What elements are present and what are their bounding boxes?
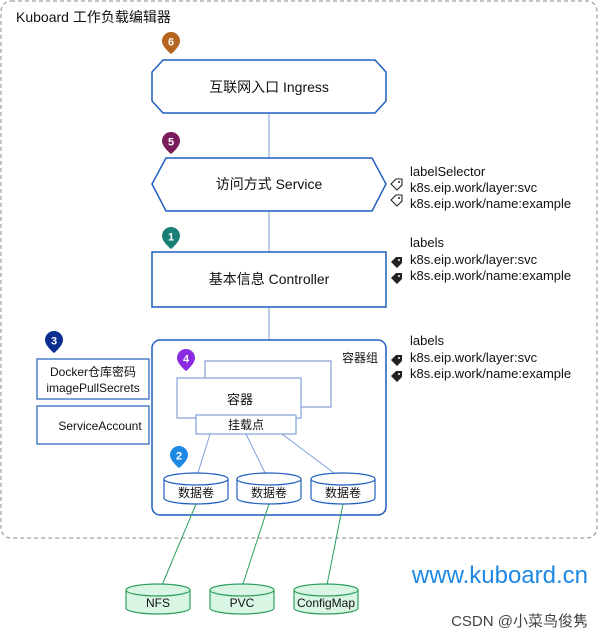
volume-label: 数据卷 [251, 485, 287, 500]
ingress-badge: 6 [162, 32, 180, 54]
mount-point[interactable]: 挂载点 [195, 414, 297, 435]
pod-annotation-item: k8s.eip.work/layer:svc [410, 350, 538, 365]
pod-annotation-item: k8s.eip.work/name:example [410, 366, 571, 381]
connector-volume-storage [159, 503, 197, 591]
controller-label: 基本信息 Controller [209, 271, 330, 287]
volume-label: 数据卷 [178, 485, 214, 500]
tag-filled-icon [391, 371, 402, 382]
storage-configmap[interactable]: ConfigMap [293, 583, 359, 615]
connector-mount-volume [195, 433, 211, 480]
connector-mount-volume [245, 433, 269, 480]
service-annotation-item: k8s.eip.work/layer:svc [410, 180, 538, 195]
service-account-label: ServiceAccount [58, 419, 142, 433]
controller-annotation-item: k8s.eip.work/name:example [410, 268, 571, 283]
controller-badge: 1 [162, 227, 180, 249]
tag-filled-icon [391, 355, 402, 366]
service-badge: 5 [162, 132, 180, 154]
volume-cylinder[interactable]: 数据卷 [310, 472, 376, 505]
service-annotation-item: k8s.eip.work/name:example [410, 196, 571, 211]
svg-text:5: 5 [168, 137, 174, 149]
tag-outline-icon [390, 194, 403, 207]
brand-url[interactable]: www.kuboard.cn [411, 562, 588, 589]
service-annotation: labelSelector k8s.eip.work/layer:svc k8s… [390, 164, 571, 211]
watermark: CSDN @小菜鸟俊隽 [451, 612, 588, 630]
container-node[interactable]: 容器 [176, 377, 302, 419]
storage-label: NFS [146, 596, 170, 610]
docker-secret-line2: imagePullSecrets [46, 381, 139, 395]
service-node[interactable]: 访问方式 Service [151, 157, 387, 212]
controller-annotation: labels k8s.eip.work/layer:svc k8s.eip.wo… [391, 235, 571, 284]
volume-cylinder[interactable]: 数据卷 [163, 472, 229, 505]
svg-text:3: 3 [51, 336, 57, 348]
service-account-box[interactable]: ServiceAccount [36, 405, 150, 445]
volume-badge: 2 [170, 446, 188, 468]
mount-label: 挂载点 [228, 418, 264, 432]
storage-pvc[interactable]: PVC [209, 583, 275, 615]
service-label: 访问方式 Service [216, 176, 323, 192]
connector-volume-storage [325, 503, 344, 591]
connector-volume-storage [240, 503, 270, 591]
storage-nfs[interactable]: NFS [125, 583, 191, 615]
connector-mount-volume [281, 433, 343, 480]
storage-label: PVC [230, 596, 255, 610]
volume-label: 数据卷 [325, 485, 361, 500]
editor-frame [0, 0, 598, 539]
service-annotation-title: labelSelector [410, 164, 486, 179]
svg-text:6: 6 [168, 37, 174, 49]
ingress-node[interactable]: 互联网入口 Ingress [151, 59, 387, 114]
pod-annotation-title: labels [410, 333, 444, 348]
tag-outline-icon [390, 178, 403, 191]
controller-node[interactable]: 基本信息 Controller [151, 251, 387, 308]
svg-text:2: 2 [176, 451, 182, 463]
svg-text:1: 1 [168, 232, 174, 244]
pod-annotation: labels k8s.eip.work/layer:svc k8s.eip.wo… [391, 333, 571, 382]
ingress-label: 互联网入口 Ingress [209, 79, 329, 95]
controller-annotation-title: labels [410, 235, 444, 250]
editor-title: Kuboard 工作负载编辑器 [16, 9, 171, 25]
container-label: 容器 [227, 392, 253, 407]
pod-label: 容器组 [342, 350, 378, 365]
storage-label: ConfigMap [297, 596, 355, 610]
container-badge: 4 [177, 349, 195, 371]
controller-annotation-item: k8s.eip.work/layer:svc [410, 252, 538, 267]
docker-secret-badge: 3 [45, 331, 63, 353]
tag-filled-icon [391, 257, 402, 268]
docker-secret-box[interactable]: Docker仓库密码 imagePullSecrets [36, 358, 150, 400]
docker-secret-line1: Docker仓库密码 [50, 364, 136, 379]
volume-cylinder[interactable]: 数据卷 [236, 472, 302, 505]
tag-filled-icon [391, 273, 402, 284]
svg-text:4: 4 [183, 354, 190, 366]
